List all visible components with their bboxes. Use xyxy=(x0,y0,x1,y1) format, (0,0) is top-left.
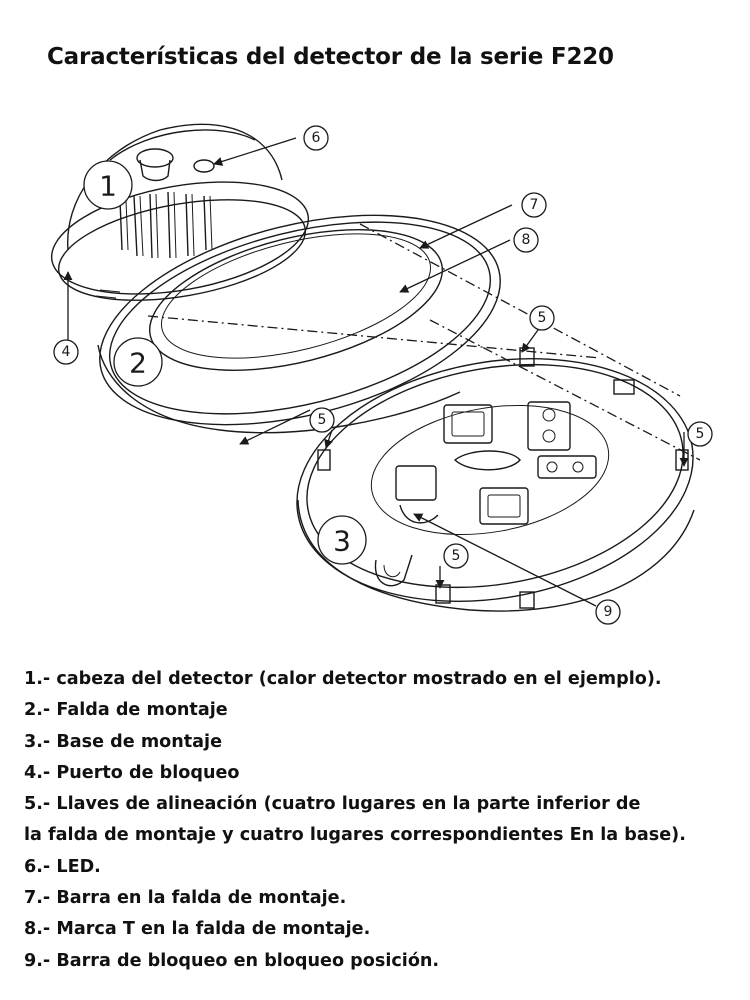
legend-item: 7.- Barra en la falda de montaje. xyxy=(24,888,347,909)
callout-5-right: 5 xyxy=(687,421,713,447)
legend-item: 8.- Marca T en la falda de montaje. xyxy=(24,919,371,940)
callout-8: 8 xyxy=(513,227,539,253)
callout-2-label: 2 xyxy=(129,347,147,380)
legend-item: 6.- LED. xyxy=(24,856,101,877)
callout-5-right-label: 5 xyxy=(696,426,705,442)
callout-5-left: 5 xyxy=(309,407,335,433)
callout-5-bottom-label: 5 xyxy=(452,548,461,564)
page-title: Características del detector de la serie… xyxy=(47,44,614,70)
callout-8-label: 8 xyxy=(522,232,531,248)
callout-9-label: 9 xyxy=(604,604,613,620)
callout-5-top: 5 xyxy=(529,305,555,331)
mounting-skirt xyxy=(97,214,501,434)
callout-4: 4 xyxy=(53,339,79,365)
callout-6: 6 xyxy=(303,125,329,151)
parts-legend: 1.- cabeza del detector (calor detector … xyxy=(24,664,686,977)
legend-item: 1.- cabeza del detector (calor detector … xyxy=(24,669,662,689)
callout-7-label: 7 xyxy=(530,197,539,213)
callout-3: 3 xyxy=(317,515,367,565)
callout-1-label: 1 xyxy=(99,170,117,203)
callout-4-label: 4 xyxy=(62,344,71,360)
legend-item: 4.- Puerto de bloqueo xyxy=(24,762,240,783)
detector-exploded-diagram: 1 2 3 4 5 5 5 5 6 7 8 9 xyxy=(50,123,713,625)
detector-head xyxy=(50,123,310,301)
legend-item: la falda de montaje y cuatro lugares cor… xyxy=(24,825,686,846)
legend-item: 3.- Base de montaje xyxy=(24,731,223,752)
mounting-base xyxy=(296,347,695,612)
callout-6-label: 6 xyxy=(312,130,321,146)
legend-item: 9.- Barra de bloqueo en bloqueo posición… xyxy=(24,950,440,971)
callout-5-left-label: 5 xyxy=(318,412,327,428)
callout-9: 9 xyxy=(595,599,621,625)
callout-2: 2 xyxy=(113,337,163,387)
legend-item: 2.- Falda de montaje xyxy=(24,700,228,721)
legend-item: 5.- Llaves de alineación (cuatro lugares… xyxy=(24,794,641,815)
callout-5-bottom: 5 xyxy=(443,543,469,569)
callout-3-label: 3 xyxy=(333,525,351,558)
callout-5-top-label: 5 xyxy=(538,310,547,326)
callout-7: 7 xyxy=(521,192,547,218)
callout-1: 1 xyxy=(83,160,133,210)
